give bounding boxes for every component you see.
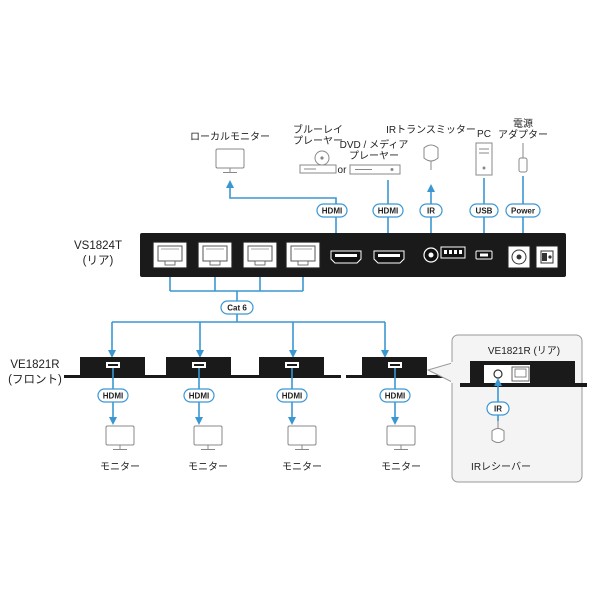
- ir-transmitter-label: IRトランスミッター: [386, 124, 476, 136]
- or-text: or: [338, 165, 348, 176]
- hdmi-port-in: [373, 250, 405, 264]
- monitor-icon-1: [105, 425, 135, 450]
- svg-text:Cat 6: Cat 6: [227, 304, 247, 313]
- pc-label: PC: [477, 129, 491, 140]
- hdmi-tag-player: HDMI: [372, 203, 404, 218]
- hdmi-tag-rx3: HDMI: [276, 388, 308, 403]
- transmitter-model-label: VS1824T: [74, 240, 122, 252]
- transmitter-side-label: (リア): [83, 255, 114, 267]
- cat6-bundle: [112, 277, 385, 323]
- rj45-port-1: [152, 241, 188, 269]
- rj45-port-3: [242, 241, 278, 269]
- ir-transmitter-icon: [423, 144, 439, 170]
- local-monitor-label: ローカルモニター: [190, 131, 270, 143]
- monitor-label-4: モニター: [381, 461, 421, 473]
- dvd-label-line1: DVD / メディア: [340, 138, 409, 151]
- monitor-label-3: モニター: [282, 461, 322, 473]
- rj45-port-4: [285, 241, 321, 269]
- inset-receiver-rear: [460, 361, 587, 387]
- inset-title: VE1821R (リア): [488, 346, 560, 357]
- power-tag: Power: [505, 203, 541, 218]
- bluray-label-line2: プレーヤー: [293, 135, 343, 147]
- cat6-tag: Cat 6: [220, 300, 254, 315]
- usb-port: [475, 250, 493, 260]
- bluray-label-line1: ブルーレイ: [293, 123, 343, 136]
- hdmi-tag-rx1: HDMI: [97, 388, 129, 403]
- monitor-icon-2: [193, 425, 223, 450]
- usb-tag: USB: [469, 203, 499, 218]
- receiver-side-label: (フロント): [8, 374, 62, 386]
- inset-ir-tag: IR: [486, 401, 510, 416]
- monitor-icon-3: [287, 425, 317, 450]
- power-adapter-icon: [518, 143, 528, 173]
- svg-text:HDMI: HDMI: [378, 207, 398, 216]
- pc-tower-icon: [475, 142, 493, 176]
- adapter-label-line2: アダプター: [498, 128, 548, 141]
- receiver-model-label: VE1821R: [10, 359, 59, 371]
- bluray-player-icon: [299, 150, 337, 174]
- svg-text:IR: IR: [494, 405, 502, 414]
- hdmi-tag-rx2: HDMI: [183, 388, 215, 403]
- svg-text:HDMI: HDMI: [282, 392, 302, 401]
- dvd-player-icon: [349, 164, 401, 175]
- local-monitor-wire: [226, 180, 337, 248]
- svg-text:HDMI: HDMI: [189, 392, 209, 401]
- hdmi-port-out: [330, 250, 362, 264]
- svg-text:Power: Power: [511, 207, 535, 216]
- svg-text:HDMI: HDMI: [322, 207, 342, 216]
- ir-jack: [423, 247, 439, 263]
- adapter-label-line1: 電源: [513, 117, 533, 130]
- monitor-label-2: モニター: [188, 461, 228, 473]
- svg-text:USB: USB: [476, 207, 493, 216]
- rj45-port-2: [197, 241, 233, 269]
- transmitter-unit: [140, 233, 566, 277]
- ir-receiver-icon: [491, 421, 505, 443]
- power-jack: [507, 245, 531, 269]
- ir-receiver-label: IRレシーバー: [471, 461, 531, 473]
- local-monitor-icon: [215, 148, 245, 173]
- ir-tag-transmitter: IR: [419, 203, 443, 218]
- power-switch: [535, 245, 559, 269]
- monitor-label-1: モニター: [100, 461, 140, 473]
- hdmi-tag-local: HDMI: [316, 203, 348, 218]
- serial-port: [440, 246, 466, 259]
- dvd-label-line2: プレーヤー: [349, 150, 399, 162]
- svg-text:HDMI: HDMI: [103, 392, 123, 401]
- svg-text:IR: IR: [427, 207, 435, 216]
- monitor-icon-4: [386, 425, 416, 450]
- svg-text:HDMI: HDMI: [385, 392, 405, 401]
- hdmi-tag-rx4: HDMI: [379, 388, 411, 403]
